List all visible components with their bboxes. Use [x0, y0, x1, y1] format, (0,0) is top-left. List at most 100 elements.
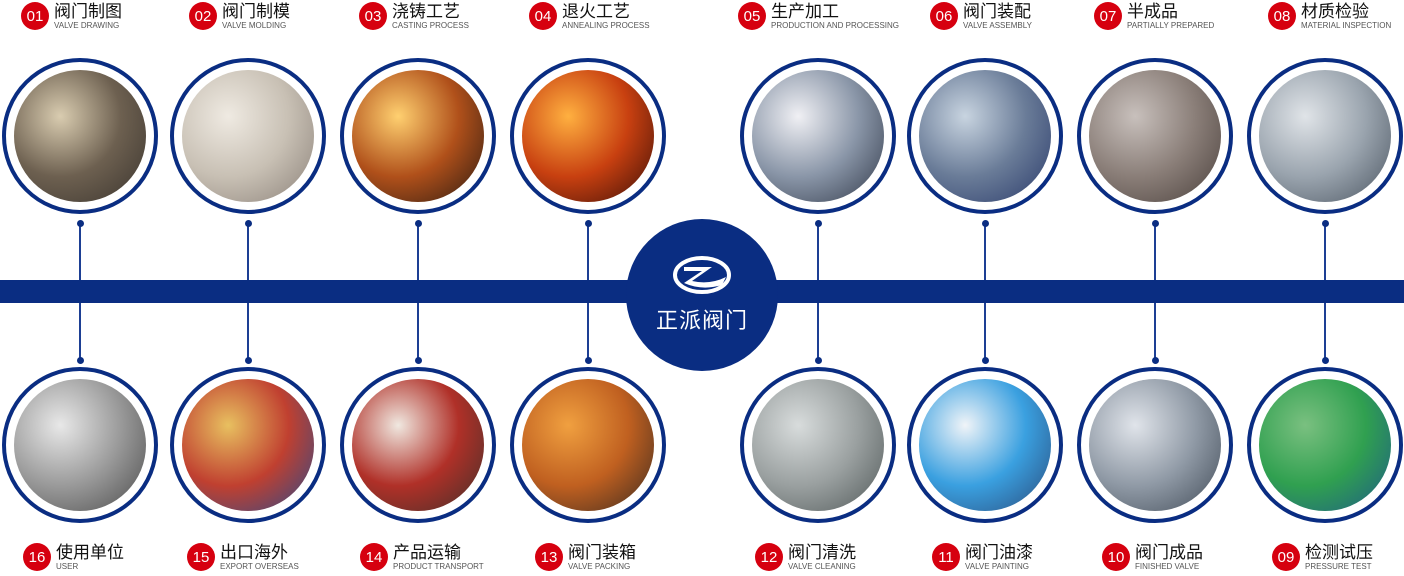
- step-title: 阀门制模: [222, 1, 290, 21]
- step-photo-13: [510, 367, 666, 523]
- step-subtitle: VALVE PAINTING: [965, 561, 1030, 571]
- step-number-badge: 08: [1268, 2, 1296, 30]
- step-subtitle: VALVE ASSEMBLY: [963, 20, 1032, 30]
- step-number-badge: 01: [21, 2, 49, 30]
- connector-dot: [814, 219, 822, 227]
- connector-dot: [584, 356, 592, 364]
- step-title: 阀门制图: [54, 1, 122, 21]
- connector-dot: [244, 356, 252, 364]
- step-number-badge: 14: [360, 543, 388, 571]
- step-subtitle: ANNEALING PROCESS: [562, 20, 650, 30]
- step-title: 阀门成品: [1135, 542, 1203, 562]
- step-number-badge: 02: [189, 2, 217, 30]
- step-photo-15: [170, 367, 326, 523]
- connector-line: [1324, 303, 1326, 360]
- connector-dot: [414, 219, 422, 227]
- step-subtitle: PRESSURE TEST: [1305, 561, 1372, 571]
- step-title: 阀门清洗: [788, 542, 856, 562]
- connector-line: [79, 223, 81, 280]
- step-subtitle: USER: [56, 561, 79, 571]
- connector-line: [984, 223, 986, 280]
- step-photo-04: [510, 58, 666, 214]
- step-image: [752, 70, 884, 202]
- connector-line: [247, 303, 249, 360]
- connector-line: [587, 223, 589, 280]
- step-title: 产品运输: [393, 542, 461, 562]
- step-subtitle: PARTIALLY PREPARED: [1127, 20, 1215, 30]
- step-photo-02: [170, 58, 326, 214]
- step-title: 材质检验: [1301, 1, 1369, 21]
- step-title: 阀门油漆: [965, 542, 1033, 562]
- connector-dot: [414, 356, 422, 364]
- step-number-badge: 03: [359, 2, 387, 30]
- step-subtitle: PRODUCT TRANSPORT: [393, 561, 484, 571]
- connector-dot: [584, 219, 592, 227]
- step-image: [182, 70, 314, 202]
- step-title: 检测试压: [1305, 542, 1373, 562]
- step-image: [1089, 70, 1221, 202]
- connector-line: [417, 223, 419, 280]
- connector-line: [984, 303, 986, 360]
- step-subtitle: FINISHED VALVE: [1135, 561, 1200, 571]
- step-image: [1259, 379, 1391, 511]
- connector-line: [1154, 303, 1156, 360]
- step-number-badge: 09: [1272, 543, 1300, 571]
- connector-line: [1154, 223, 1156, 280]
- connector-line: [79, 303, 81, 360]
- step-title: 出口海外: [220, 542, 288, 562]
- step-photo-12: [740, 367, 896, 523]
- step-number-badge: 04: [529, 2, 557, 30]
- step-image: [1089, 379, 1221, 511]
- step-image: [182, 379, 314, 511]
- step-title: 使用单位: [56, 542, 124, 562]
- step-image: [1259, 70, 1391, 202]
- connector-line: [247, 223, 249, 280]
- step-subtitle: VALVE DRAWING: [54, 20, 120, 30]
- step-image: [919, 379, 1051, 511]
- step-photo-09: [1247, 367, 1403, 523]
- brand-name: 正派阀门: [655, 308, 748, 333]
- connector-dot: [76, 356, 84, 364]
- step-subtitle: VALVE MOLDING: [222, 20, 287, 30]
- step-number-badge: 07: [1094, 2, 1122, 30]
- step-image: [14, 70, 146, 202]
- step-image: [352, 379, 484, 511]
- step-image: [752, 379, 884, 511]
- step-number-badge: 11: [932, 543, 960, 571]
- step-number-badge: 12: [755, 543, 783, 571]
- step-subtitle: MATERIAL INSPECTION: [1301, 20, 1392, 30]
- brand-logo-circle: 正派阀门: [626, 219, 778, 371]
- step-image: [14, 379, 146, 511]
- step-photo-01: [2, 58, 158, 214]
- step-photo-03: [340, 58, 496, 214]
- connector-dot: [1151, 356, 1159, 364]
- step-subtitle: CASTING PROCESS: [392, 20, 469, 30]
- step-title: 生产加工: [771, 1, 839, 21]
- step-subtitle: EXPORT OVERSEAS: [220, 561, 299, 571]
- step-photo-14: [340, 367, 496, 523]
- step-photo-16: [2, 367, 158, 523]
- step-photo-11: [907, 367, 1063, 523]
